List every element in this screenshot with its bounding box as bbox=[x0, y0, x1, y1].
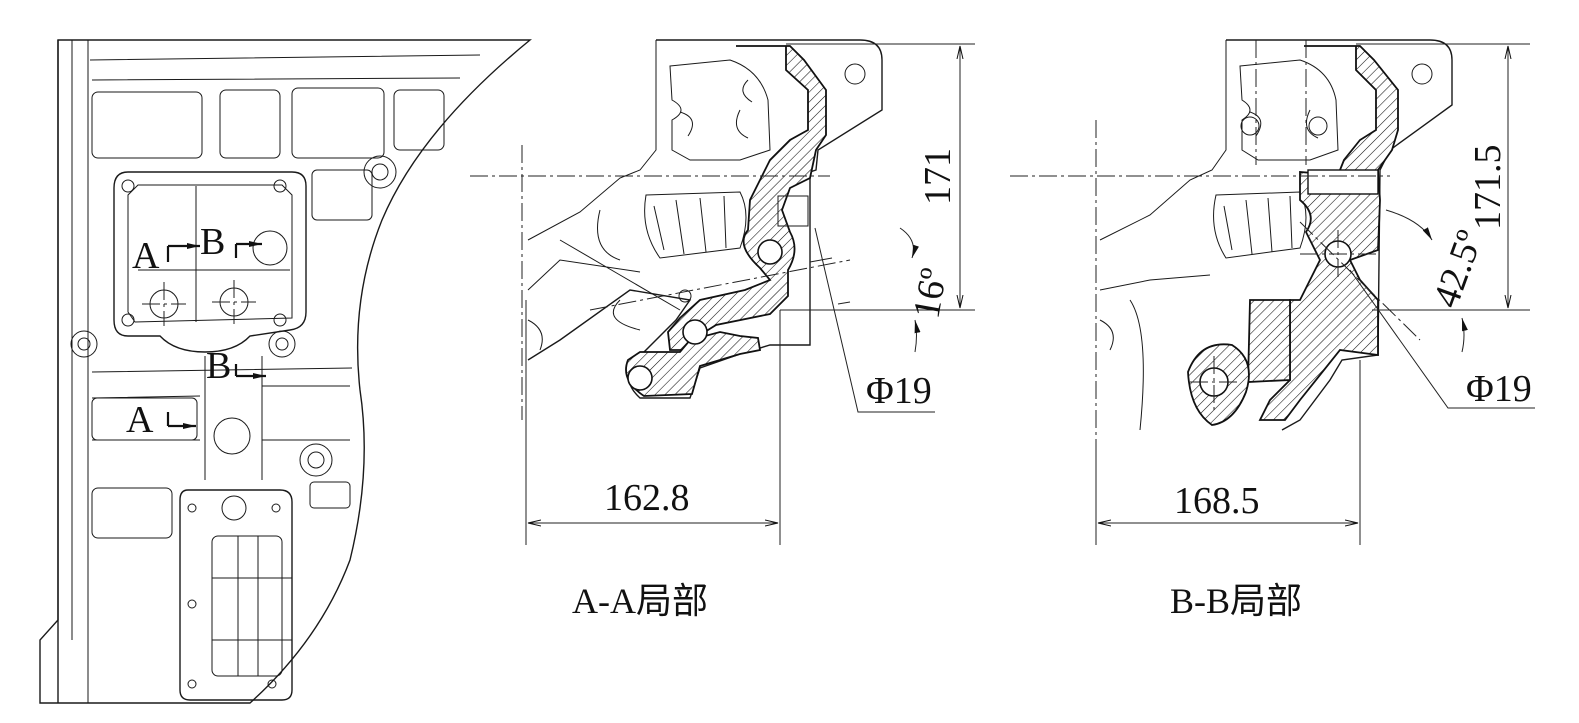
section-aa-hatched-wall bbox=[667, 45, 827, 351]
section-aa-caption: A-A局部 bbox=[572, 581, 708, 621]
plan-outline bbox=[39, 39, 532, 704]
bb-dim-width: 168.5 bbox=[1174, 480, 1260, 522]
section-mark-b-bottom bbox=[234, 364, 266, 376]
label-a-bottom: A bbox=[126, 399, 154, 441]
aa-dim-height: 171 bbox=[917, 148, 959, 205]
aa-dim-angle: 16º bbox=[906, 265, 956, 322]
section-aa-view: 171 162.8 16º Φ19 A-A局部 bbox=[470, 39, 975, 621]
label-b-top: B bbox=[200, 221, 225, 263]
section-bb-caption: B-B局部 bbox=[1170, 581, 1302, 621]
label-b-bottom: B bbox=[206, 345, 231, 387]
section-bb-view: 171.5 168.5 42.5º Φ19 B-B局部 bbox=[1010, 39, 1535, 621]
section-mark-a-bottom bbox=[166, 412, 196, 426]
valve-flange-plate bbox=[113, 171, 307, 353]
bb-dim-height: 171.5 bbox=[1467, 145, 1509, 231]
bb-dim-diameter: Φ19 bbox=[1466, 368, 1532, 410]
plan-view: A B B A bbox=[39, 39, 532, 704]
aa-dim-width: 162.8 bbox=[604, 477, 690, 519]
section-mark-a-top bbox=[166, 246, 200, 262]
bb-dim-angle: 42.5º bbox=[1425, 225, 1491, 313]
label-a-top: A bbox=[132, 235, 160, 277]
section-mark-b-top bbox=[234, 244, 262, 258]
aa-dim-diameter: Φ19 bbox=[866, 370, 932, 412]
lower-cover-plate bbox=[179, 489, 293, 701]
